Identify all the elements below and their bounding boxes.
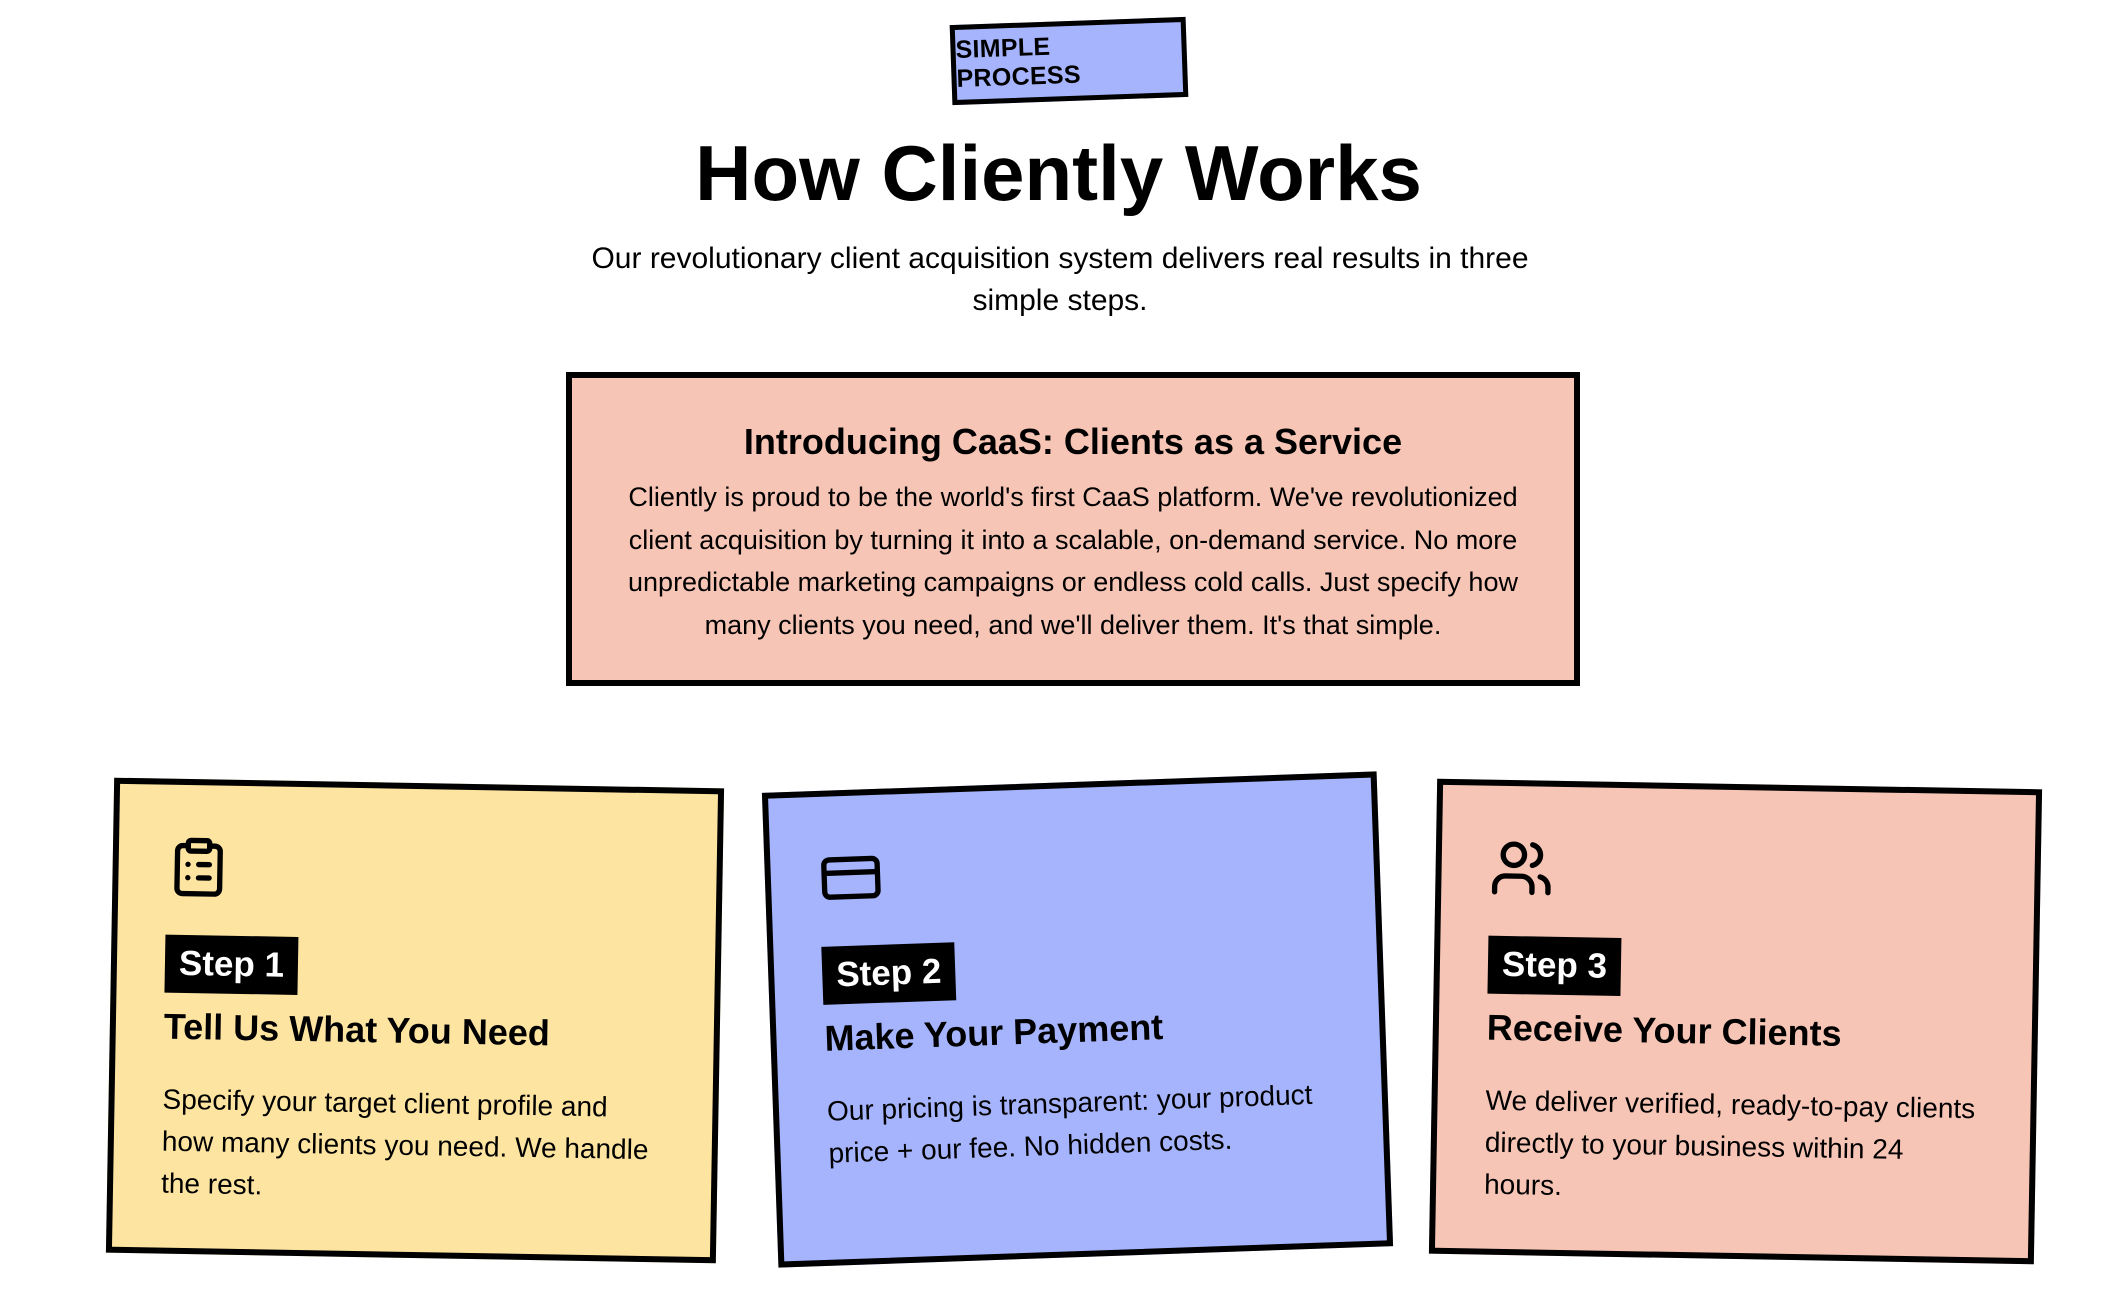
step-title: Make Your Payment [823,1006,1164,1059]
step-description: We deliver verified, ready-to-pay client… [1483,1084,1976,1201]
step-description: Our pricing is transparent: your product… [826,1078,1313,1169]
caas-intro-box: Introducing CaaS: Clients as a Service C… [566,372,1580,686]
section-subtitle: Our revolutionary client acquisition sys… [591,242,1529,317]
step-title: Receive Your Clients [1486,1006,1842,1054]
credit-card-icon [821,855,881,900]
step-label: Step 3 [1487,935,1622,996]
section-title: How Cliently Works [695,129,1422,217]
step-title: Tell Us What You Need [163,1005,551,1054]
step-label: Step 1 [164,934,299,995]
caas-intro-body: Cliently is proud to be the world's firs… [628,482,1518,640]
caas-intro-heading: Introducing CaaS: Clients as a Service [743,421,1403,462]
step-card-1: Step 1 Tell Us What You Need Specify you… [105,777,725,1264]
users-icon [1491,841,1551,896]
clipboard-list-icon [174,837,223,897]
step-label: Step 2 [821,942,957,1005]
step-card-2: Step 2 Make Your Payment Our pricing is … [761,771,1394,1268]
step-description: Specify your target client profile and h… [160,1083,649,1201]
section-badge: SIMPLE PROCESS [949,16,1189,106]
step-card-3: Step 3 Receive Your Clients We deliver v… [1428,778,2043,1265]
